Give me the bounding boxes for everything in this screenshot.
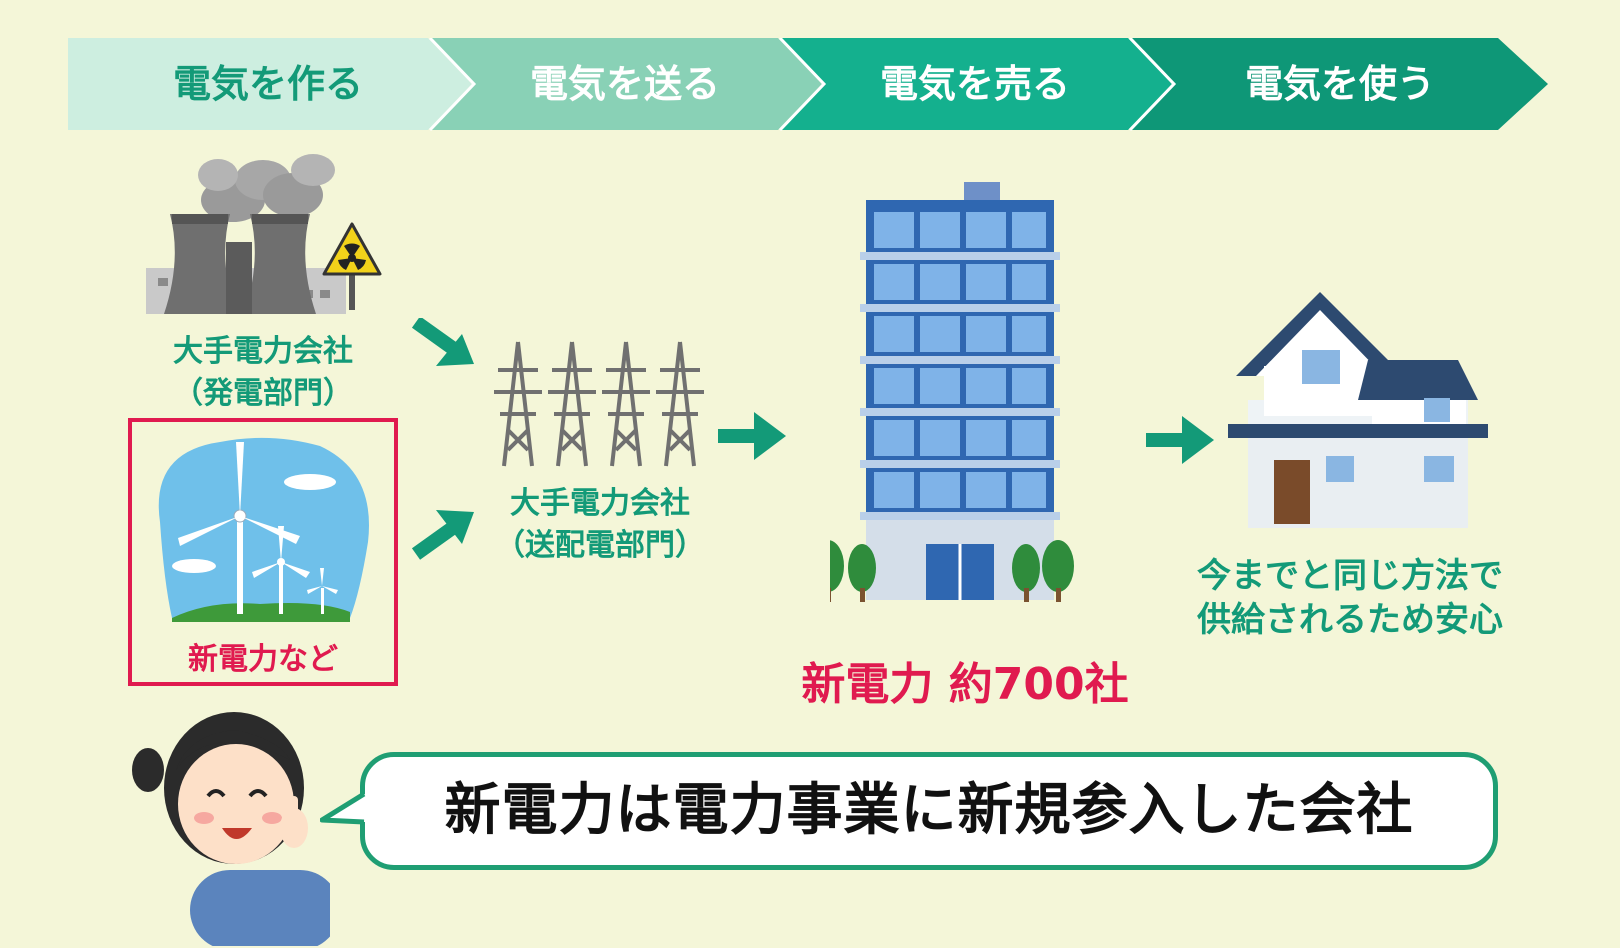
transmission-line2: （送配電部門）	[495, 528, 705, 563]
step-sell-shape	[780, 38, 1172, 130]
consumer-line1: 今までと同じ方法で	[1197, 556, 1503, 596]
new-power-label: 新電力など	[188, 642, 338, 677]
retail-label: 新電力 約700社	[801, 659, 1129, 710]
consumer-line2: 供給されるため安心	[1197, 600, 1503, 640]
transmission-tower-icon	[494, 341, 704, 467]
arrow-retail-to-consumer	[1146, 416, 1214, 464]
step-make-shape	[68, 38, 472, 130]
step-use-label: 電気を使う	[1244, 62, 1435, 106]
process-steps-bar	[68, 38, 1548, 132]
arrow-plant-to-grid	[412, 318, 474, 366]
speech-bubble: 新電力は電力事業に新規参入した会社	[360, 752, 1498, 870]
woman-pointing-icon	[132, 712, 330, 946]
house-icon	[1228, 292, 1488, 528]
arrow-grid-to-retail	[718, 412, 786, 460]
radiation-warning-icon	[322, 222, 382, 310]
step-sell-label: 電気を売る	[879, 62, 1070, 106]
step-send-shape	[430, 38, 822, 130]
step-use-shape	[1130, 38, 1548, 130]
arrow-newpower-to-grid	[412, 510, 474, 560]
transmission-line1: 大手電力会社	[510, 486, 690, 521]
step-send-label: 電気を送る	[529, 62, 720, 106]
wind-turbine-icon	[158, 437, 369, 622]
office-building-icon	[830, 182, 1074, 602]
speech-bubble-tail	[320, 791, 366, 825]
major-generation-line2: （発電部門）	[173, 376, 353, 411]
power-plant-icon	[146, 154, 346, 314]
major-generation-line1: 大手電力会社	[173, 334, 353, 369]
new-power-box: 新電力など	[128, 418, 398, 686]
speech-text: 新電力は電力事業に新規参入した会社	[444, 778, 1414, 843]
step-make-label: 電気を作る	[172, 62, 363, 106]
